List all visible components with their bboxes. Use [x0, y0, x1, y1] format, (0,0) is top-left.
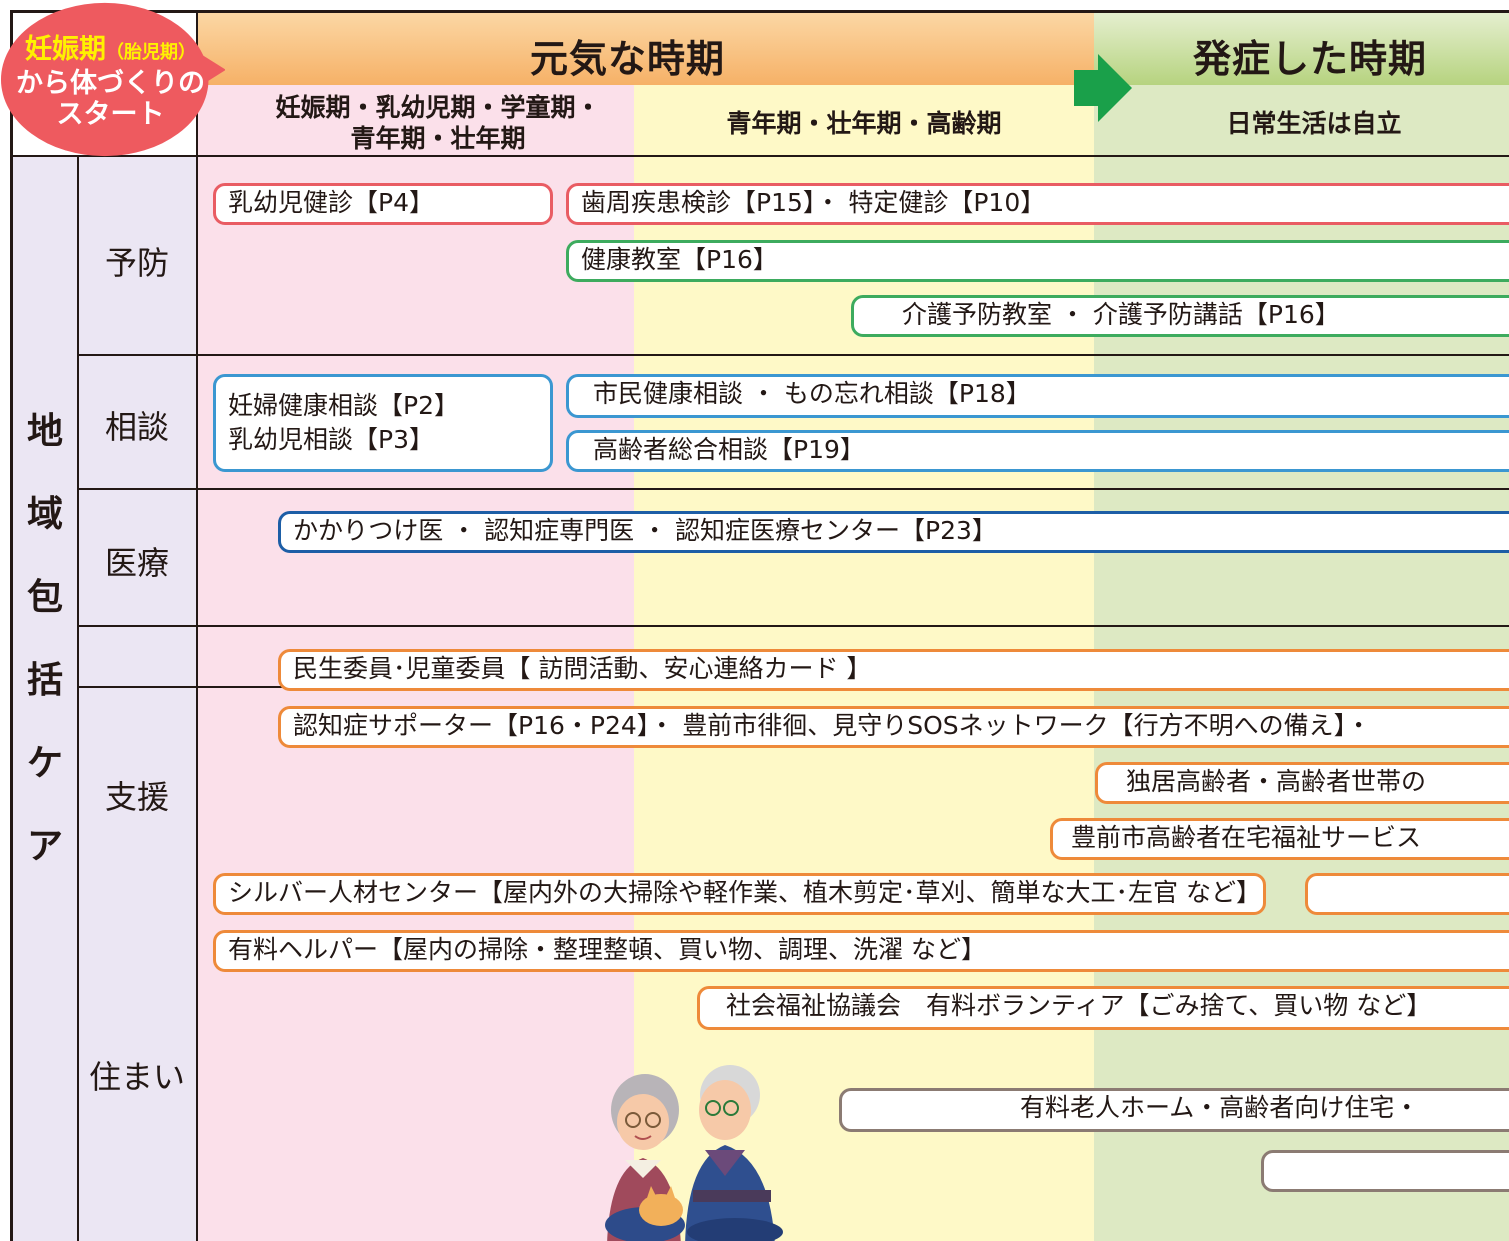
- box-silver-center: シルバー人材センター【屋内外の大掃除や軽作業、植木剪定･草刈、簡単な大工･左官 …: [213, 873, 1266, 915]
- box-housing-empty: [1261, 1150, 1509, 1192]
- grid-line-col2: [196, 13, 198, 1241]
- balloon-line1-paren: （胎児期）: [106, 42, 196, 63]
- side-title-char: 括: [26, 660, 63, 701]
- box-pregnant-infant-consultation: 妊婦健康相談【P2】 乳幼児相談【P3】: [213, 374, 553, 472]
- category-housing: 住まい: [88, 1058, 185, 1096]
- category-support: 支援: [104, 778, 169, 816]
- box-volunteer: 社会福祉協議会 有料ボランティア【ごみ捨て、買い物 など】: [697, 986, 1509, 1030]
- header-sub-green-text: 日常生活は自立: [1226, 109, 1402, 138]
- left-strip: [13, 155, 197, 1241]
- balloon-line1: 妊娠期: [25, 34, 106, 65]
- header-onset-band: [1094, 13, 1509, 85]
- box-paid-helper: 有料ヘルパー【屋内の掃除・整理整頓、買い物、調理、洗濯 など】: [213, 930, 1509, 972]
- grid-line-row1: [77, 354, 1509, 356]
- box-elderly-consultation: 高齢者総合相談【P19】: [566, 430, 1509, 472]
- category-consultation: 相談: [104, 408, 169, 446]
- box-care-prevention: 介護予防教室 ・ 介護予防講話【P16】: [851, 295, 1509, 337]
- grid-line-header: [10, 155, 1509, 157]
- side-title-community-care: 地 域 包 括 ケ ア: [16, 390, 74, 888]
- side-title-char: 地: [26, 411, 63, 452]
- column-pink: [197, 155, 634, 1241]
- category-prevention: 予防: [104, 244, 169, 282]
- phase-healthy-title: 元気な時期: [530, 37, 726, 81]
- start-balloon: [0, 2, 225, 157]
- box-support-empty: [1305, 873, 1509, 915]
- side-title-char: 域: [26, 494, 63, 535]
- pregnant-consultation-line2: 乳幼児相談【P3】: [228, 425, 434, 454]
- start-balloon-text: 妊娠期（胎児期） から体づくりの スタート: [8, 34, 213, 130]
- phase-onset-title: 発症した時期: [1193, 37, 1428, 81]
- box-nursing-home: 有料老人ホーム・高齢者向け住宅・: [839, 1088, 1509, 1132]
- box-infant-checkup: 乳幼児健診【P4】: [213, 183, 553, 225]
- grid-line-row3: [77, 625, 1509, 627]
- box-dental-specific-checkup: 歯周疾患検診【P15】・ 特定健診【P10】: [566, 183, 1509, 225]
- header-sub-yellow: [634, 85, 1094, 155]
- box-home-welfare-service: 豊前市高齢者在宅福祉サービス: [1050, 818, 1509, 860]
- box-medical-doctors: かかりつけ医 ・ 認知症専門医 ・ 認知症医療センター【P23】: [278, 511, 1509, 553]
- grid-line-col1: [77, 155, 79, 1241]
- category-medical: 医療: [104, 544, 169, 582]
- frame-left: [10, 10, 13, 1241]
- header-sub-pink: [197, 85, 634, 155]
- header-healthy-band: [197, 13, 1094, 85]
- pregnant-consultation-line1: 妊婦健康相談【P2】: [228, 391, 459, 420]
- header-sub-pink-line2: 青年期・壮年期: [350, 124, 526, 153]
- box-living-alone: 独居高齢者・高齢者世帯の: [1095, 762, 1509, 804]
- grid-line-row2: [77, 488, 1509, 490]
- header-sub-pink-text: 妊娠期・乳幼児期・学童期・ 青年期・壮年期: [238, 92, 638, 154]
- header-sub-green: [1094, 85, 1509, 155]
- box-citizen-consultation: 市民健康相談 ・ もの忘れ相談【P18】: [566, 374, 1509, 418]
- header-sub-pink-line1: 妊娠期・乳幼児期・学童期・: [275, 93, 601, 122]
- arrow-right-icon: [1074, 54, 1132, 122]
- box-health-class: 健康教室【P16】: [566, 240, 1509, 282]
- frame-top: [10, 10, 1509, 13]
- elderly-couple-illustration: [605, 1065, 783, 1241]
- balloon-line3: スタート: [56, 99, 165, 130]
- header-sub-yellow-text: 青年期・壮年期・高齢期: [726, 109, 1002, 138]
- box-welfare-commissioners: 民生委員･児童委員【 訪問活動、安心連絡カード 】: [278, 649, 1509, 691]
- balloon-line2: から体づくりの: [16, 68, 205, 99]
- side-title-char: 包: [26, 577, 63, 618]
- box-dementia-supporter: 認知症サポーター【P16・P24】・ 豊前市徘徊、見守りSOSネットワーク【行方…: [278, 706, 1509, 748]
- side-title-char: ケ: [26, 743, 63, 784]
- side-title-char: ア: [26, 826, 63, 867]
